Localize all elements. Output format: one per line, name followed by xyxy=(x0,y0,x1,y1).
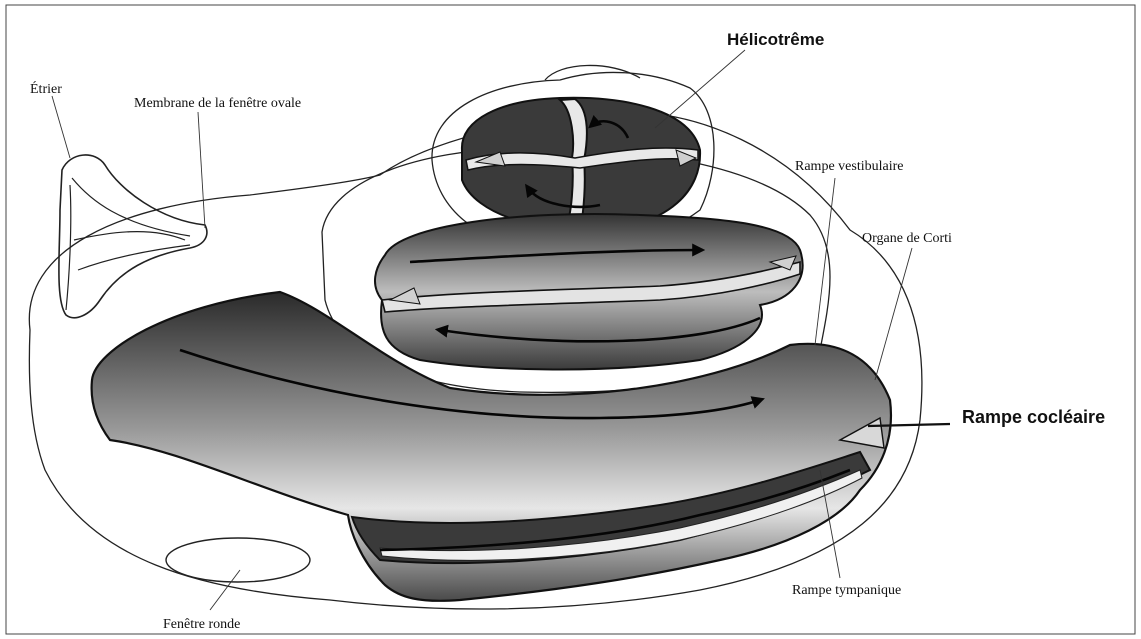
leader-etrier xyxy=(52,96,70,158)
leader-organe-corti xyxy=(875,248,912,380)
stirrup-illustration xyxy=(59,155,207,318)
label-organe-corti: Organe de Corti xyxy=(862,231,952,246)
label-helicotreme: Hélicotrême xyxy=(727,30,824,49)
middle-turn-cross-section xyxy=(375,214,803,369)
label-rampe-vestibulaire: Rampe vestibulaire xyxy=(795,159,903,174)
apex-cross-section xyxy=(462,98,700,231)
leader-membrane xyxy=(198,112,205,228)
label-rampe-tympanique: Rampe tympanique xyxy=(792,583,901,598)
label-fenetre-ronde: Fenêtre ronde xyxy=(163,617,240,632)
label-membrane: Membrane de la fenêtre ovale xyxy=(134,96,301,111)
label-etrier: Étrier xyxy=(30,80,62,97)
leader-helicotreme xyxy=(655,50,745,128)
round-window xyxy=(166,538,310,582)
leader-fenetre-ronde xyxy=(210,570,240,610)
leader-rampe-vestibulaire xyxy=(815,178,835,345)
label-rampe-cocleaire: Rampe cocléaire xyxy=(962,407,1105,427)
